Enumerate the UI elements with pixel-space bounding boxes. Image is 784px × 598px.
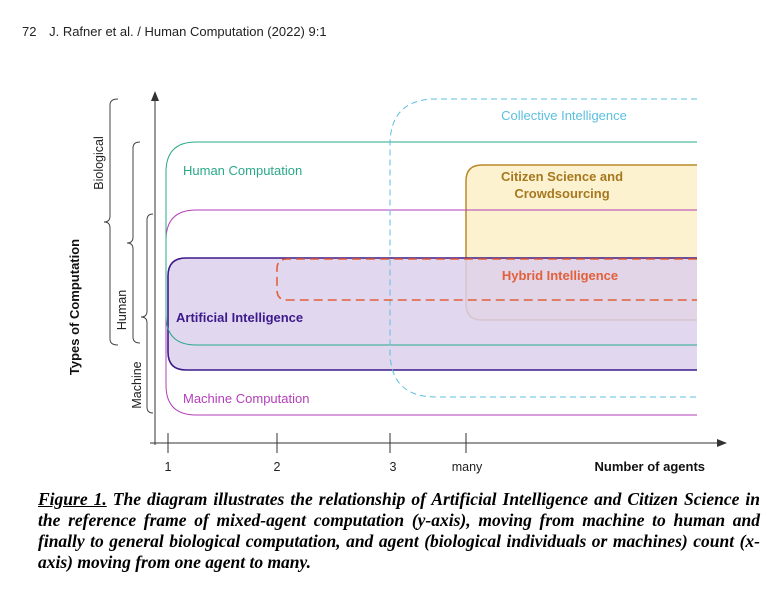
bracket-label-biological: Biological <box>92 136 106 190</box>
bracket-label-machine: Machine <box>130 361 144 408</box>
x-tick-label: 1 <box>165 460 172 474</box>
figure-caption-text: The diagram illustrates the relationship… <box>38 489 760 572</box>
x-tick-label: many <box>452 460 483 474</box>
x-tick-label: 3 <box>390 460 397 474</box>
label-machine-computation: Machine Computation <box>183 391 309 406</box>
human-computation-region <box>165 141 697 346</box>
label-artificial-intelligence: Artificial Intelligence <box>176 310 303 325</box>
y-axis-arrow-icon <box>151 91 159 101</box>
label-human-computation: Human Computation <box>183 163 302 178</box>
bracket-label-human: Human <box>115 290 129 330</box>
label-collective-intelligence: Collective Intelligence <box>501 108 627 123</box>
collective-intelligence-region <box>389 98 697 398</box>
y-axis-title: Types of Computation <box>67 239 82 375</box>
running-title: J. Rafner et al. / Human Computation (20… <box>49 24 327 39</box>
biological-bracket <box>103 98 119 346</box>
figure-caption-label: Figure 1. <box>38 489 107 509</box>
x-tick-label: 2 <box>274 460 281 474</box>
figure-caption: Figure 1. The diagram illustrates the re… <box>38 489 760 573</box>
label-citizen-science-line1: Citizen Science and <box>501 169 623 184</box>
x-axis-arrow-icon <box>717 439 727 447</box>
x-axis-title: Number of agents <box>594 459 705 474</box>
machine-bracket <box>140 213 154 414</box>
label-citizen-science-line2: Crowdsourcing <box>514 186 609 201</box>
hybrid-intelligence-region <box>276 258 697 301</box>
running-header: 72 J. Rafner et al. / Human Computation … <box>22 24 327 39</box>
page-number: 72 <box>22 24 37 39</box>
human-bracket <box>126 141 141 344</box>
label-hybrid-intelligence: Hybrid Intelligence <box>502 268 618 283</box>
artificial-intelligence-region <box>167 257 697 371</box>
